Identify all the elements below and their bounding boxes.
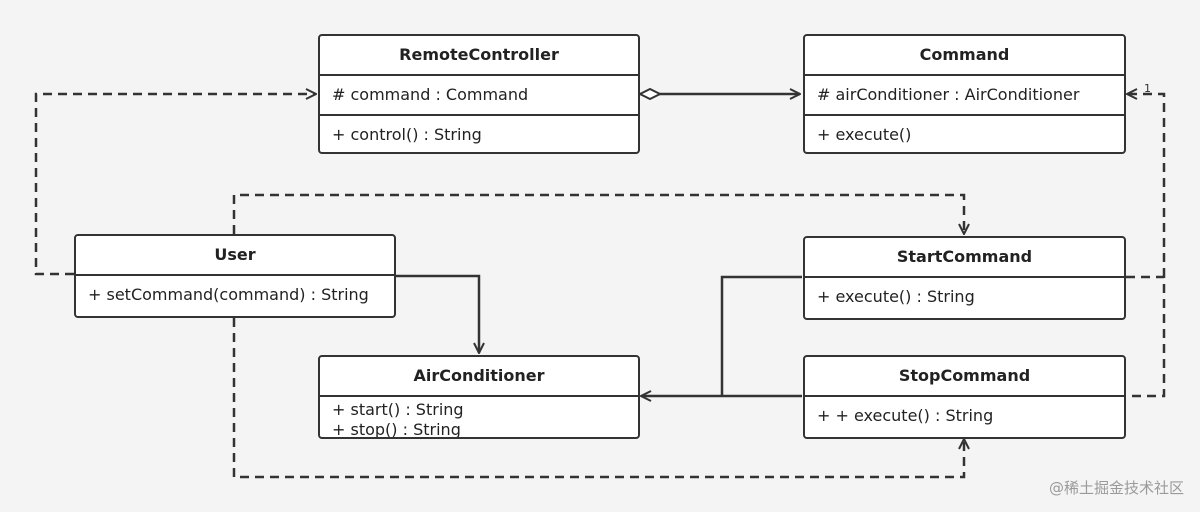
method-start: + start() : String — [332, 400, 464, 419]
method-control: + control() : String — [332, 125, 482, 144]
method-execute: + execute() — [817, 125, 912, 144]
class-stop-command[interactable]: StopCommand + + execute() : String — [803, 355, 1126, 439]
dependency-user-to-stop — [232, 318, 964, 479]
watermark: @稀土掘金技术社区 — [1048, 479, 1184, 497]
method-execute: + + execute() : String — [817, 406, 994, 425]
class-name: StopCommand — [805, 357, 1124, 397]
method-execute: + execute() : String — [817, 287, 975, 306]
class-user[interactable]: User + setCommand(command) : String — [74, 234, 396, 318]
class-name: StartCommand — [805, 238, 1124, 278]
method-stop: + stop() : String — [332, 420, 461, 439]
class-name: Command — [805, 36, 1124, 76]
dependency-user-to-remote — [34, 94, 316, 276]
attribute-command: # command : Command — [320, 76, 638, 116]
class-name: User — [76, 236, 394, 276]
class-command[interactable]: Command # airConditioner : AirConditione… — [803, 34, 1126, 154]
class-name: AirConditioner — [320, 357, 638, 397]
class-remote-controller[interactable]: RemoteController # command : Command + c… — [318, 34, 640, 154]
attribute-air-conditioner: # airConditioner : AirConditioner — [805, 76, 1124, 116]
class-air-conditioner[interactable]: AirConditioner + start() : String + stop… — [318, 355, 640, 439]
dependency-user-to-start — [232, 193, 964, 234]
class-name: RemoteController — [320, 36, 638, 76]
class-start-command[interactable]: StartCommand + execute() : String — [803, 236, 1126, 320]
realization-commands-to-command — [1126, 94, 1166, 398]
multiplicity-label: 1 — [1144, 82, 1151, 95]
association-user-to-air — [394, 274, 479, 353]
methods-section: + start() : String + stop() : String — [320, 397, 638, 439]
association-start-to-air — [720, 275, 802, 396]
method-set-command: + setCommand(command) : String — [88, 285, 369, 304]
